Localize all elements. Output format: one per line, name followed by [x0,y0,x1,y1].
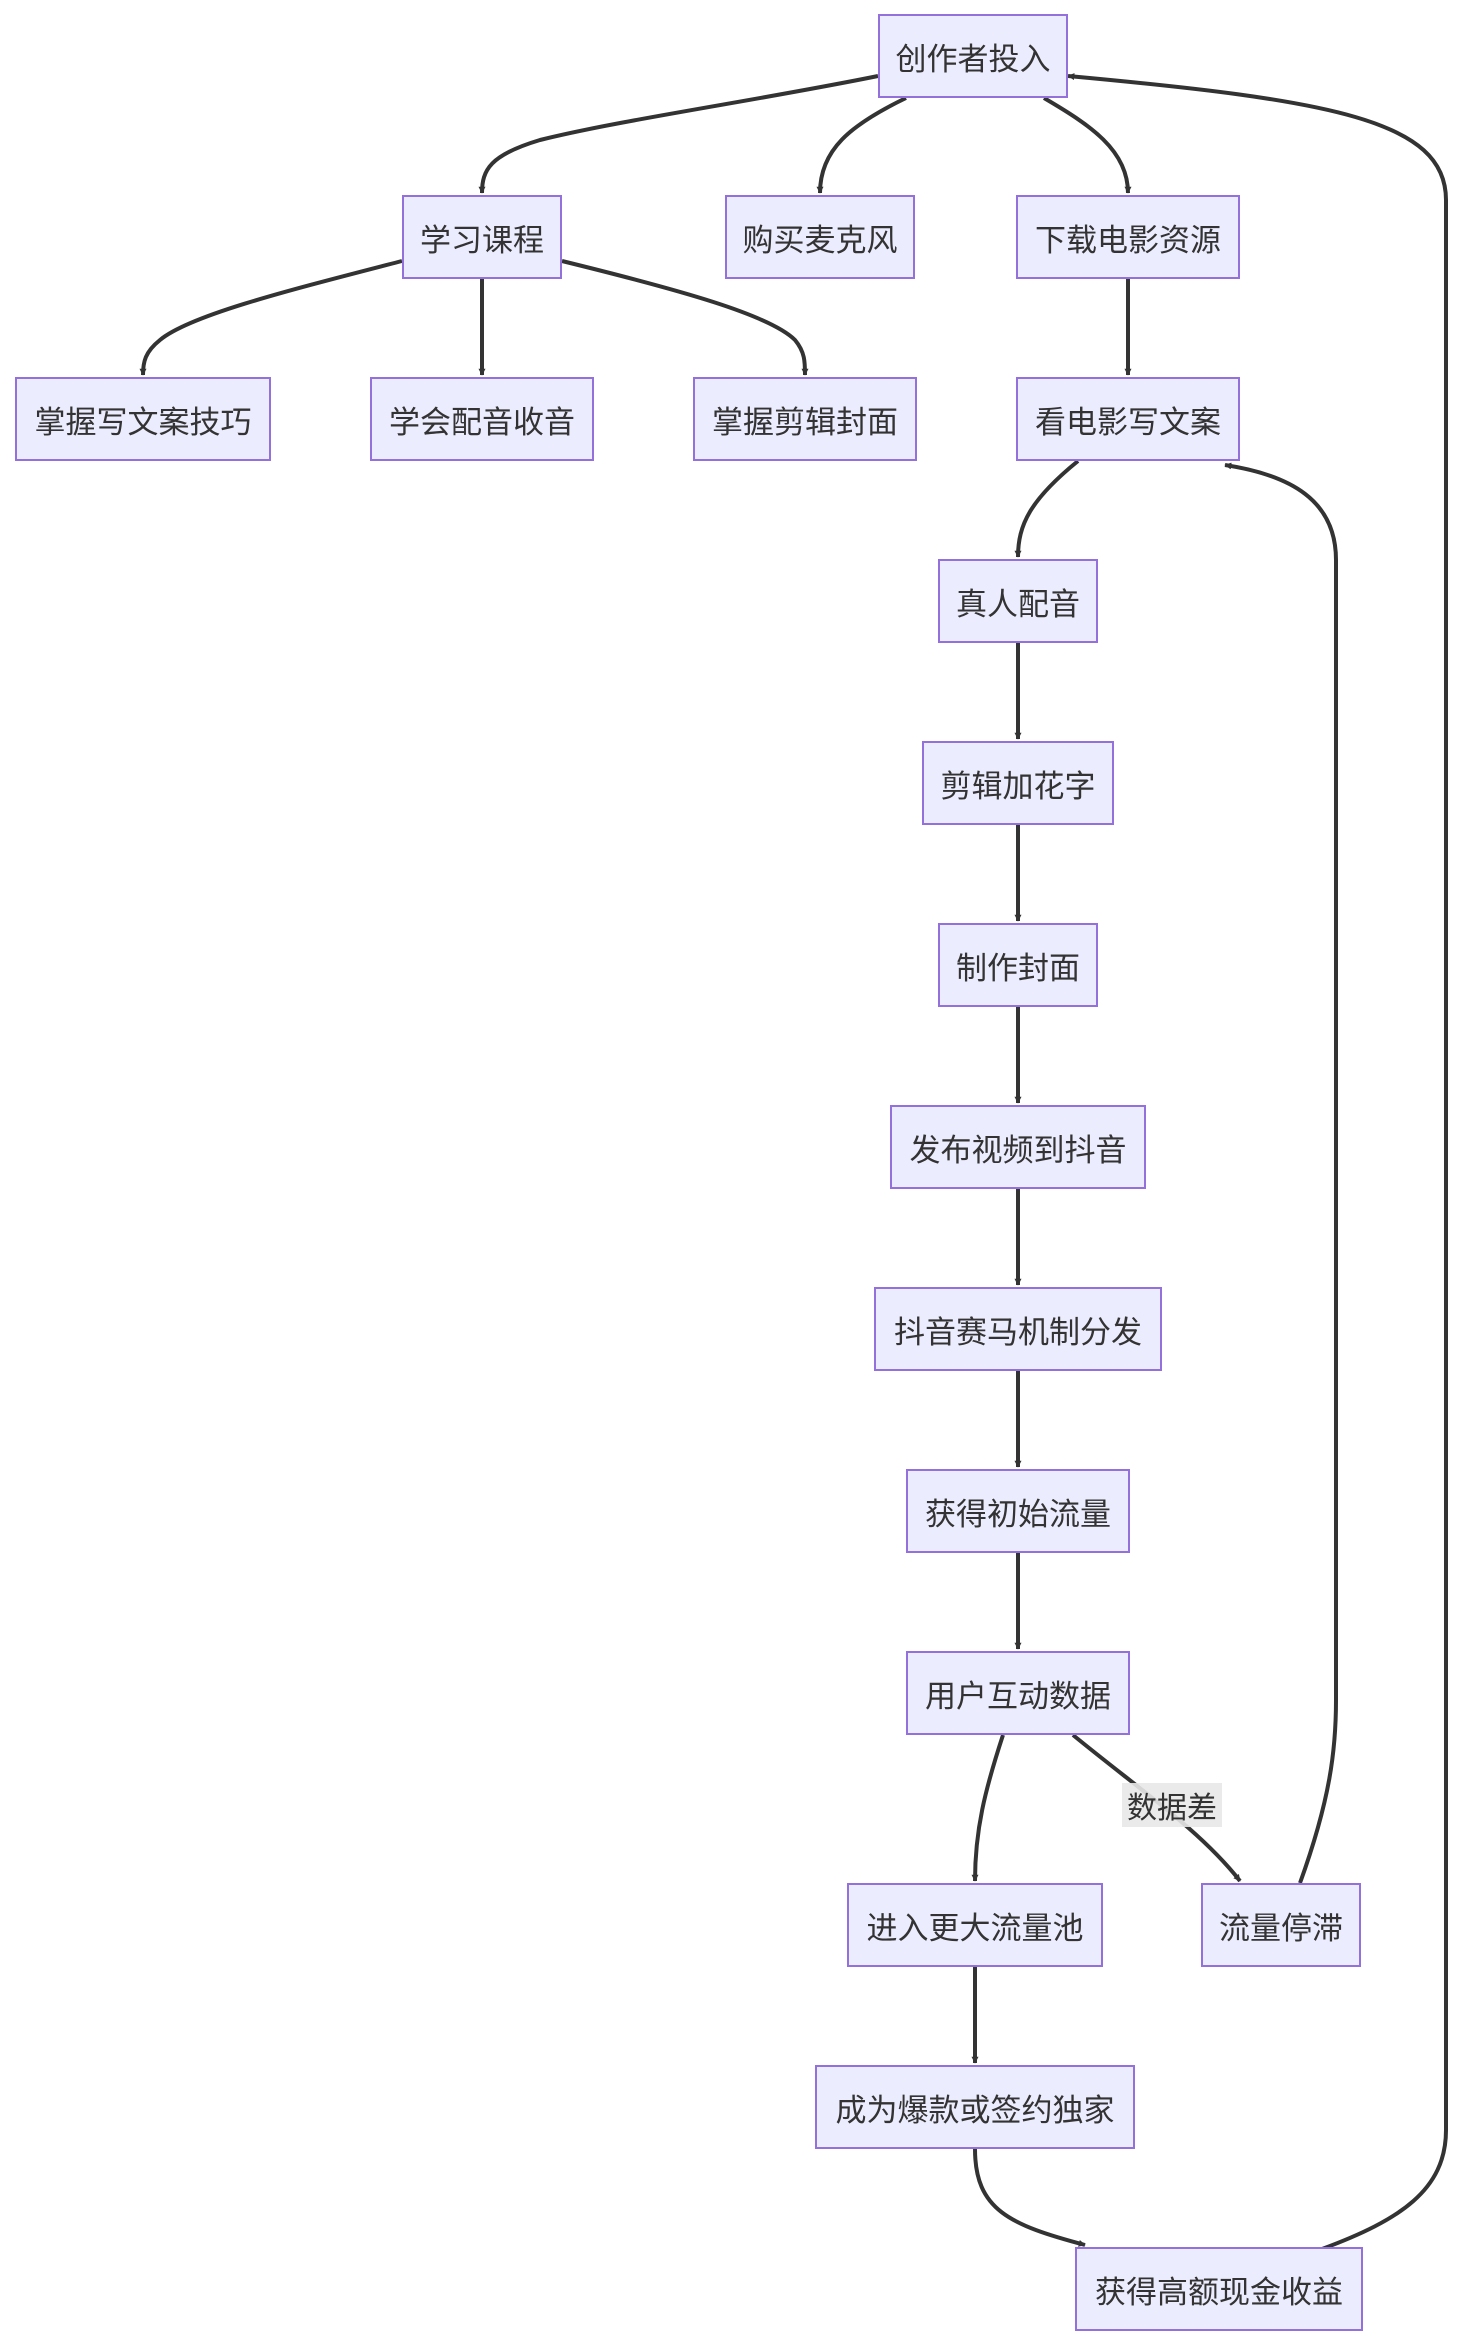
edge-userdata-to-pool [971,1734,1005,1882]
node-dubbing-skill: 学会配音收音 [370,377,594,461]
edge-watch-to-dubbing [1014,459,1080,558]
node-viral-exclusive: 成为爆款或签约独家 [815,2065,1135,2149]
edge-creator-to-course [478,74,879,194]
node-traffic-stall: 流量停滞 [1201,1883,1361,1967]
node-learn-course: 学习课程 [402,195,562,279]
node-initial-traffic: 获得初始流量 [906,1469,1130,1553]
edge-cash-to-creator [1067,73,1448,2251]
edge-label-poor-data: 数据差 [1122,1783,1222,1827]
node-buy-mic: 购买麦克风 [725,195,915,279]
node-watch-write: 看电影写文案 [1016,377,1240,461]
node-bigger-pool: 进入更大流量池 [847,1883,1103,1967]
edge-stall-to-watch [1224,462,1338,1884]
node-real-dubbing: 真人配音 [938,559,1098,643]
edge-creator-to-mic [816,96,907,194]
node-make-cover: 制作封面 [938,923,1098,1007]
node-creator-input: 创作者投入 [878,14,1068,98]
node-publish-douyin: 发布视频到抖音 [890,1105,1146,1189]
node-copywriting-skill: 掌握写文案技巧 [15,377,271,461]
edge-course-to-editing [561,259,809,376]
node-cash-income: 获得高额现金收益 [1075,2247,1363,2331]
edge-course-to-copywriting [139,259,403,376]
node-download-movies: 下载电影资源 [1016,195,1240,279]
node-edit-captions: 剪辑加花字 [922,741,1114,825]
node-race-distribution: 抖音赛马机制分发 [874,1287,1162,1371]
edge-viral-to-cash [973,2148,1086,2247]
node-editing-skill: 掌握剪辑封面 [693,377,917,461]
edge-creator-to-download [1042,96,1132,194]
node-user-data: 用户互动数据 [906,1651,1130,1735]
